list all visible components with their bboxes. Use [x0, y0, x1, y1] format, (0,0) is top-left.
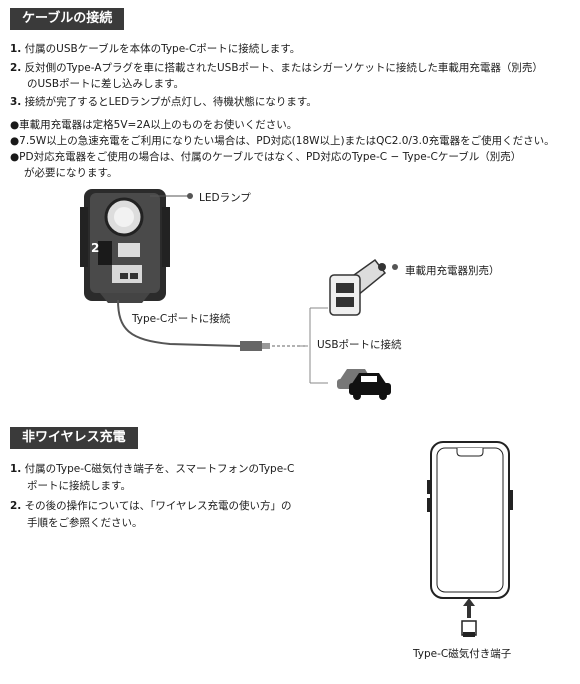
note-1: ●車載用充電器は定格5V=2A以上のものをお使いください。: [10, 119, 298, 131]
magnetic-connector-icon: [461, 620, 477, 637]
note-3-cont: が必要になります。: [24, 167, 118, 179]
connector-label: Type-C磁気付き端子: [413, 648, 512, 660]
led-label: LEDランプ: [199, 192, 251, 204]
note-2: ●7.5W以上の急速充電をご利用になりたい場合は、PD対応(18W以上)またはQ…: [10, 135, 555, 147]
wired-step-2: 2. その後の操作については、「ワイヤレス充電の使い方」の: [10, 500, 292, 512]
car-icon: [337, 369, 391, 400]
step-2: 2. 反対側のType-Aプラグを車に搭載されたUSBポート、またはシガーソケッ…: [10, 62, 543, 74]
step-3: 3. 接続が完了するとLEDランプが点灯し、待機状態になります。: [10, 96, 317, 108]
car-mount-illustration: [80, 189, 170, 303]
note-3: ●PD対応充電器をご使用の場合は、付属のケーブルではなく、PD対応のType-C…: [10, 151, 522, 163]
arrow-up-icon: [463, 598, 475, 618]
charger-label: 車載用充電器別売）: [405, 265, 500, 277]
wired-step-1-cont: ポートに接続します。: [27, 480, 131, 492]
port-label: Type-Cポートに接続: [132, 313, 231, 325]
usb-cable: [117, 299, 308, 351]
connection-bracket: [300, 307, 328, 384]
wired-step-1: 1. 付属のType-C磁気付き端子を、スマートフォンのType-C: [10, 463, 295, 475]
section-title-wired: 非ワイヤレス充電: [10, 427, 138, 449]
charger-callout: [392, 264, 398, 270]
car-charger-illustration: [329, 258, 387, 316]
usb-port-label: USBポートに接続: [317, 339, 402, 351]
step-2-cont: のUSBポートに差し込みします。: [27, 78, 185, 90]
wired-step-2-cont: 手順をご参照ください。: [27, 517, 143, 529]
section-title-cable: ケーブルの接続: [10, 8, 125, 30]
device-number: 2: [91, 241, 100, 255]
led-callout: [150, 193, 193, 199]
step-1: 1. 付属のUSBケーブルを本体のType-Cポートに接続します。: [10, 43, 301, 55]
smartphone-illustration: [427, 441, 513, 599]
